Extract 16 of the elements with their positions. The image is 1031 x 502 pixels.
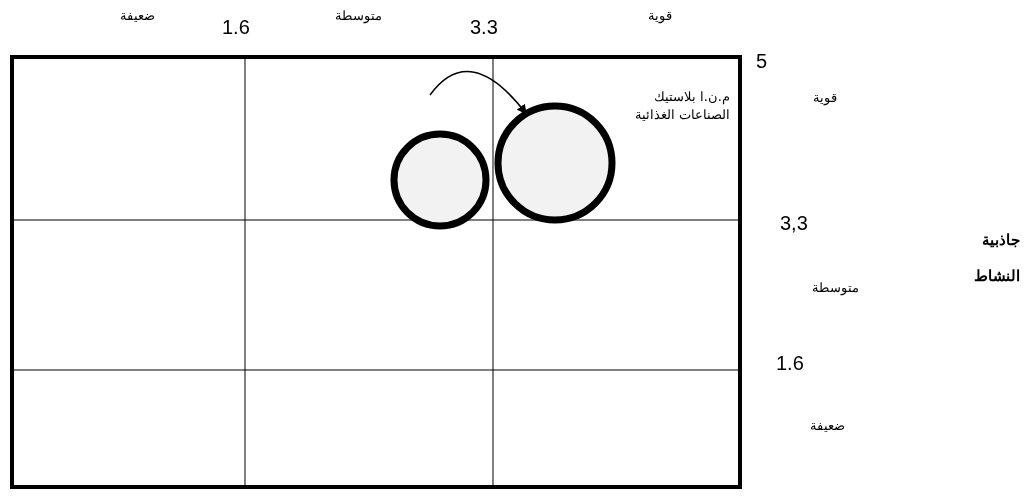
circle-shape	[390, 130, 490, 230]
axis-tick-value: 1.6	[222, 16, 250, 39]
axis-level-label: قوية	[813, 90, 837, 105]
axis-tick-value: 3.3	[470, 16, 498, 39]
axis-level-label: متوسطة	[812, 280, 859, 295]
axis-level-label: ضعيفة	[810, 418, 845, 433]
axis-level-label: ضعيفة	[120, 8, 155, 23]
axis-level-label: متوسطة	[335, 8, 382, 23]
axis-level-label: قوية	[648, 8, 672, 23]
circle-caption: م.ن.ا بلاستيك الصناعات الغذائية	[633, 88, 730, 124]
axis-tick-value: 5	[756, 50, 768, 73]
curved-arrow	[429, 70, 527, 115]
axis-title: جاذبية النشاط	[973, 230, 1020, 287]
axis-tick-value: 1.6	[776, 352, 804, 375]
axis-tick-value: 3,3	[780, 212, 808, 235]
circle-shape	[494, 102, 616, 224]
